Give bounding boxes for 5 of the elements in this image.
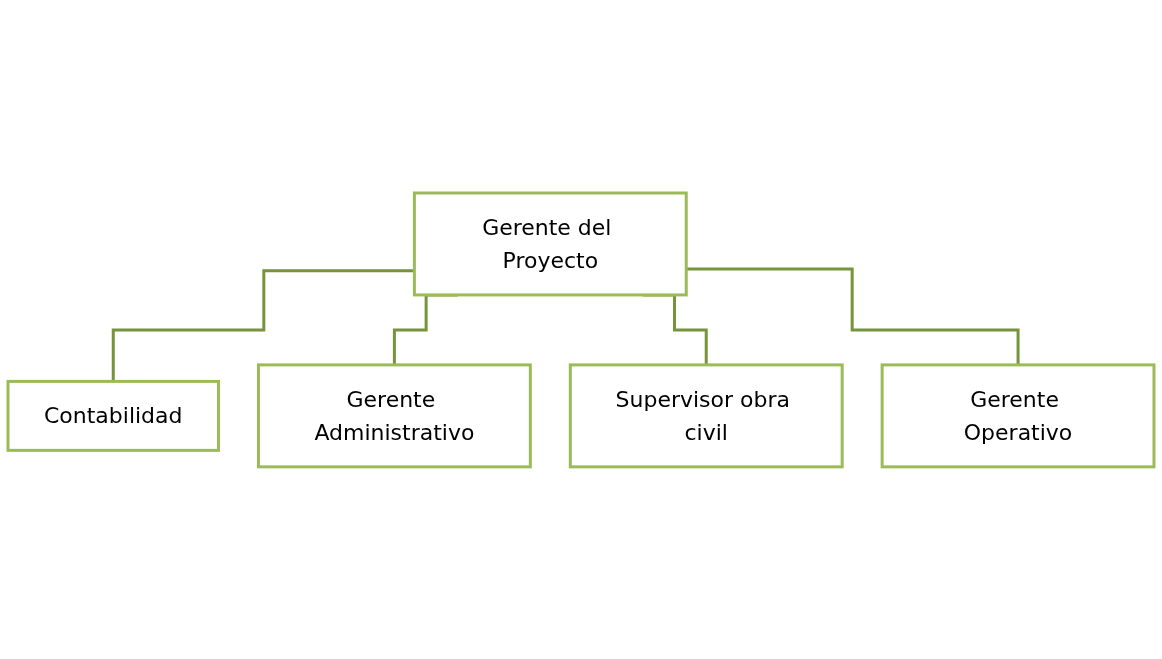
- node-box: Gerente Operativo: [880, 363, 1156, 468]
- node-box: Gerente del Proyecto: [412, 191, 688, 296]
- node-box: Gerente Administrativo: [256, 363, 532, 468]
- node-box: Supervisor obra civil: [568, 363, 844, 468]
- node-box: Contabilidad: [6, 379, 220, 452]
